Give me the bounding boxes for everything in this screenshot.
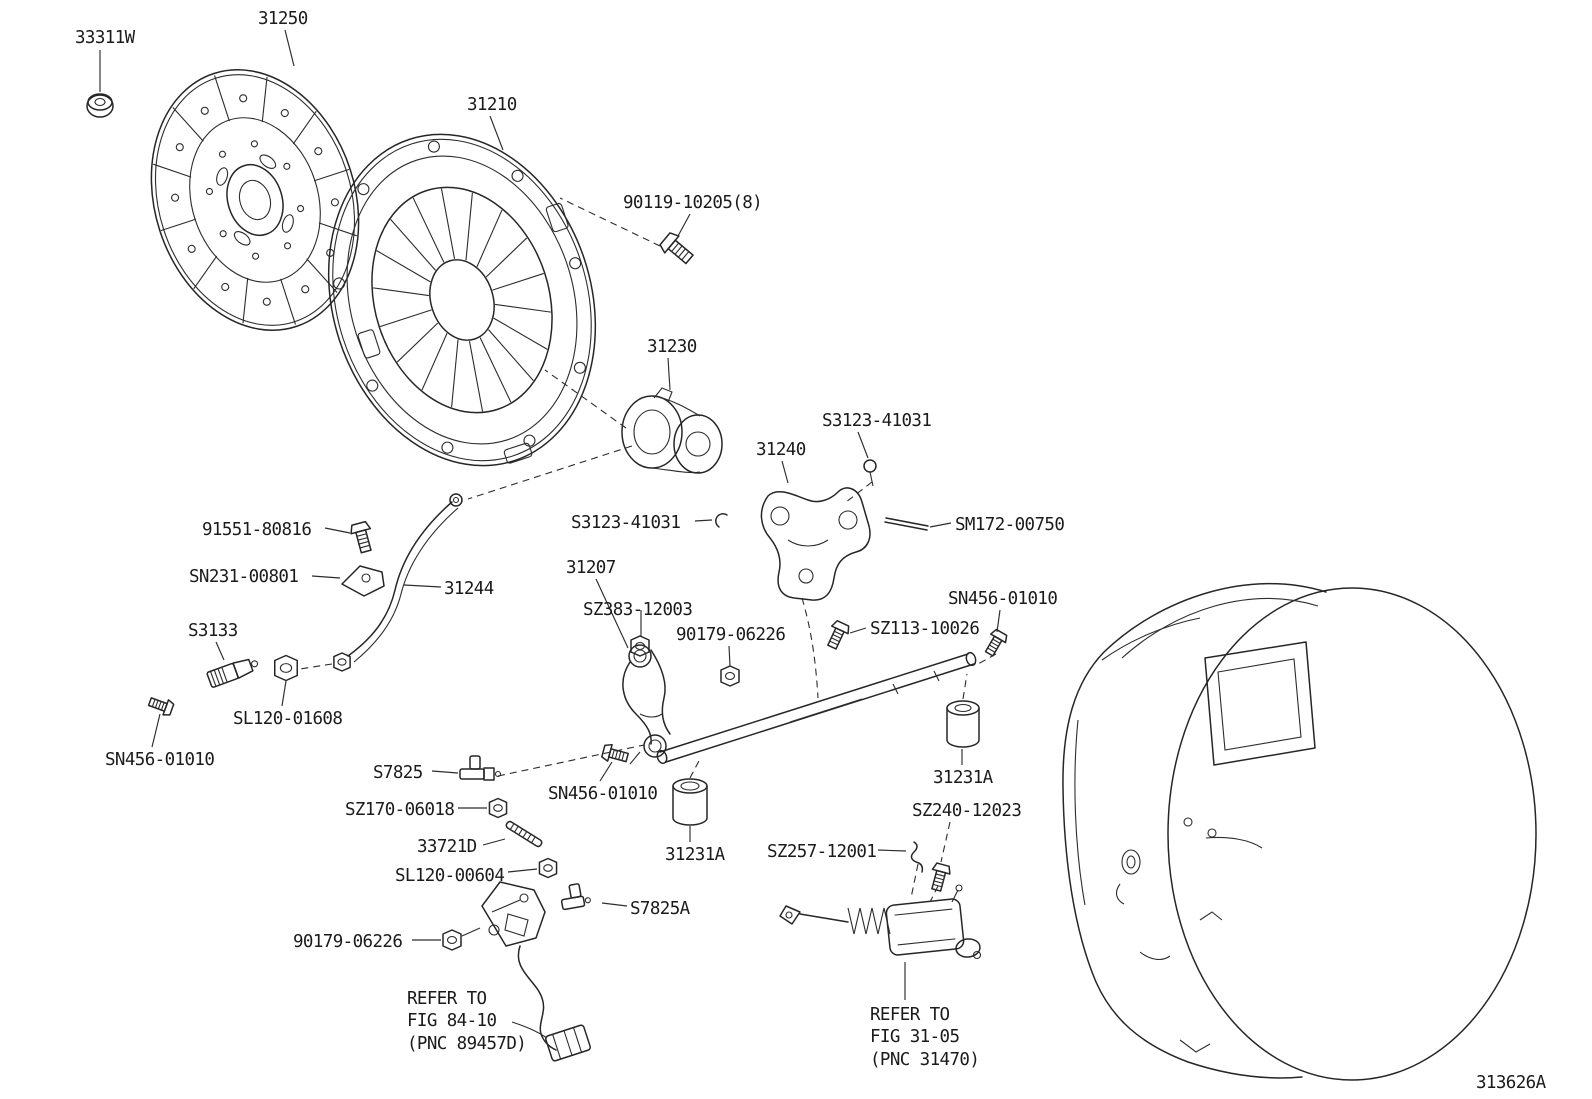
release-bearing-drawing xyxy=(622,388,722,473)
part-label-31250: 31250 xyxy=(258,9,308,29)
part-label-S3123-41031-left: S3123-41031 xyxy=(571,513,681,533)
figure-number: 313626A xyxy=(1476,1073,1546,1093)
part-label-SN456-01010-right: SN456-01010 xyxy=(948,589,1058,609)
fork-shaft-drawing xyxy=(656,651,977,764)
part-label-31231A-right: 31231A xyxy=(933,768,993,788)
part-label-90119-10205: 90119-10205(8) xyxy=(623,193,763,213)
part-label-33721D: 33721D xyxy=(417,837,477,857)
clutch-tube-drawing xyxy=(333,494,462,672)
part-label-SL120-01608: SL120-01608 xyxy=(233,709,343,729)
part-label-SZ113-10026: SZ113-10026 xyxy=(870,619,980,639)
part-label-90179-06226-upper: 90179-06226 xyxy=(676,625,786,645)
bushing-right-drawing xyxy=(947,701,979,747)
part-label-SZ383-12003: SZ383-12003 xyxy=(583,600,693,620)
part-label-SN456-01010-left: SN456-01010 xyxy=(105,750,215,770)
part-label-91551-80816: 91551-80816 xyxy=(202,520,312,540)
part-label-90179-06226-lower: 90179-06226 xyxy=(293,932,403,952)
part-label-S7825: S7825 xyxy=(373,763,423,783)
note-refer-fig-31-05: REFER TO FIG 31-05 (PNC 31470) xyxy=(870,1005,980,1070)
bleeder-plug-drawing xyxy=(207,655,260,687)
clutch-disc-drawing xyxy=(119,43,391,358)
part-label-31210: 31210 xyxy=(467,95,517,115)
sensor-wire-drawing xyxy=(482,882,591,1062)
clutch-cover-drawing xyxy=(287,99,637,501)
part-label-S7825A: S7825A xyxy=(630,899,690,919)
part-label-33311W: 33311W xyxy=(75,28,135,48)
cotter-pin-drawing xyxy=(911,842,922,872)
note-refer-fig-84-10: REFER TO FIG 84-10 (PNC 89457D) xyxy=(407,989,527,1054)
part-label-SN231-00801: SN231-00801 xyxy=(189,567,299,587)
release-fork-drawing xyxy=(761,488,870,600)
dashed-assembly-lines xyxy=(300,198,996,902)
part-label-SN456-01010-center: SN456-01010 xyxy=(548,784,658,804)
part-label-31231A-center: 31231A xyxy=(665,845,725,865)
grommet-drawing xyxy=(87,94,113,117)
part-label-31207: 31207 xyxy=(566,558,616,578)
transmission-housing-drawing xyxy=(1063,584,1536,1080)
part-label-SZ170-06018: SZ170-06018 xyxy=(345,800,455,820)
bushing-center-drawing xyxy=(673,779,707,825)
tube-nut-drawing xyxy=(273,654,299,682)
part-label-31230: 31230 xyxy=(647,337,697,357)
fasteners-drawing xyxy=(146,229,1010,951)
part-label-SM172-00750: SM172-00750 xyxy=(955,515,1065,535)
part-label-S3123-41031-right: S3123-41031 xyxy=(822,411,932,431)
part-label-S3133: S3133 xyxy=(188,621,238,641)
slave-cylinder-drawing xyxy=(780,885,981,959)
part-label-SZ257-12001: SZ257-12001 xyxy=(767,842,877,862)
part-label-SZ240-12023: SZ240-12023 xyxy=(912,801,1022,821)
part-label-31240: 31240 xyxy=(756,440,806,460)
part-label-SL120-00604: SL120-00604 xyxy=(395,866,505,886)
part-label-31244: 31244 xyxy=(444,579,494,599)
support-bracket-drawing xyxy=(623,645,670,764)
leader-lines xyxy=(100,30,1000,1038)
